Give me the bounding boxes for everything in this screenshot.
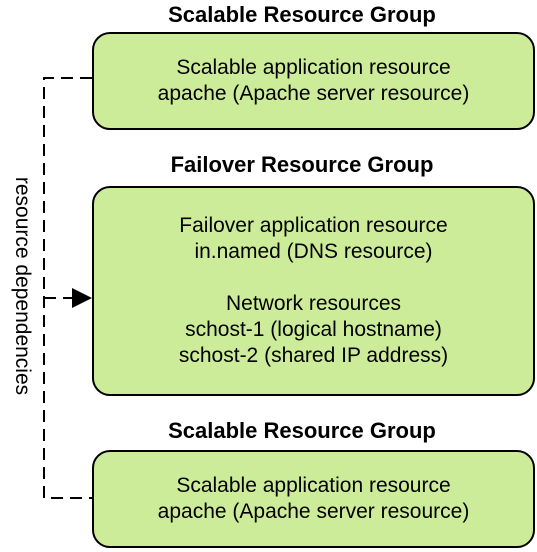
group-title-failover: Failover Resource Group bbox=[170, 152, 434, 177]
box-line: apache (Apache server resource) bbox=[157, 82, 470, 105]
group-title-scalable-bottom: Scalable Resource Group bbox=[168, 418, 436, 443]
box-line: Network resources bbox=[225, 292, 402, 315]
failover-group-box: Failover application resource in.named (… bbox=[92, 186, 535, 396]
box-line: Scalable application resource bbox=[176, 56, 451, 79]
scalable-group-box-bottom: Scalable application resource apache (Ap… bbox=[92, 450, 535, 548]
scalable-group-box-top: Scalable application resource apache (Ap… bbox=[92, 32, 535, 130]
resource-dependencies-label: resource dependencies bbox=[11, 176, 34, 396]
box-line: apache (Apache server resource) bbox=[157, 500, 470, 523]
dependency-line-top bbox=[43, 77, 92, 499]
box-line: in.named (DNS resource) bbox=[194, 240, 433, 263]
group-title-scalable-top: Scalable Resource Group bbox=[168, 2, 436, 27]
box-line: schost-2 (shared IP address) bbox=[178, 344, 449, 367]
box-line: Failover application resource bbox=[179, 214, 448, 237]
box-line: Scalable application resource bbox=[176, 474, 451, 497]
box-line: schost-1 (logical hostname) bbox=[185, 318, 442, 341]
